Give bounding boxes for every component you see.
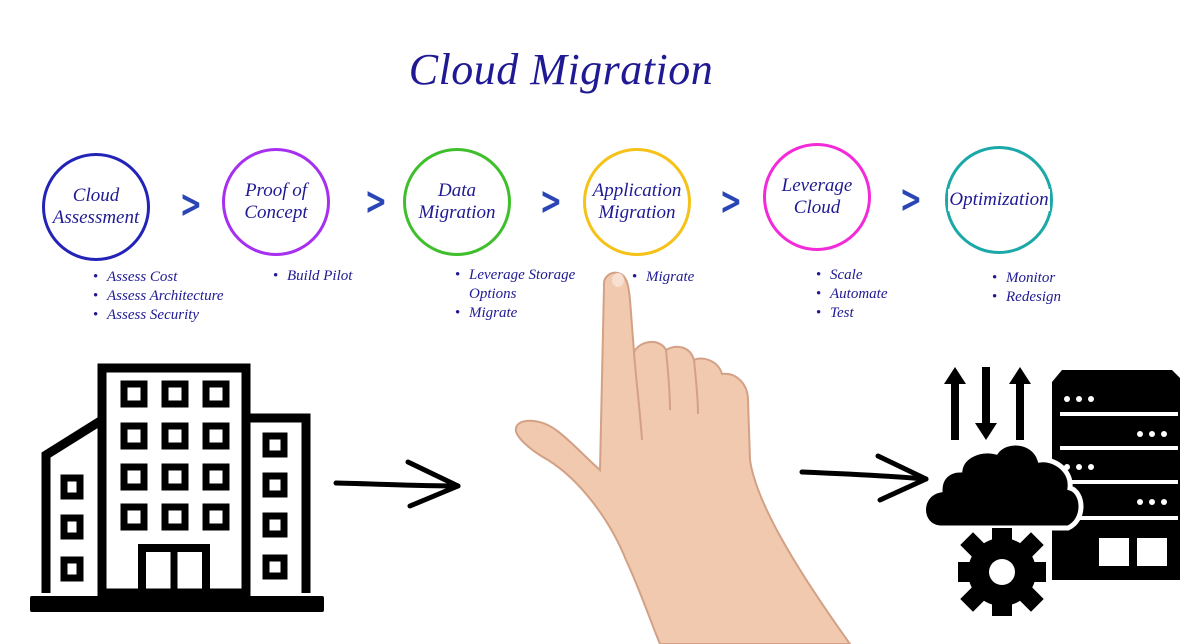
list-item: •Leverage Storage <box>455 267 576 283</box>
stage-label: Optimization <box>948 189 1050 211</box>
list-item: •Assess Security <box>93 307 200 323</box>
page-title: Cloud Migration <box>408 45 714 94</box>
chevron-right-icon: > <box>899 177 923 221</box>
pointing-hand <box>514 271 852 644</box>
stage-label: Cloud Assessment <box>51 185 141 229</box>
stage-bullet-list: •Migrate <box>632 268 694 287</box>
stage-cloud-assessment: Cloud Assessment <box>42 153 150 261</box>
list-item: •Monitor <box>992 270 1056 286</box>
stage-label: Application Migration <box>591 180 683 224</box>
office-building-icon <box>30 363 324 612</box>
chevron-right-icon: > <box>539 179 563 223</box>
list-item: •Build Pilot <box>273 268 353 284</box>
list-item: •Automate <box>816 286 888 302</box>
stage-optimization: Optimization <box>945 146 1053 254</box>
stage-label: Data Migration <box>417 180 497 224</box>
stage-label: Proof of Concept <box>243 180 309 224</box>
chevron-right-icon: > <box>719 179 743 223</box>
chevron-right-icon: > <box>179 182 203 226</box>
arrow-right-icon <box>799 453 929 503</box>
stage-proof-of-concept: Proof of Concept <box>222 148 330 256</box>
stage-data-migration: Data Migration <box>403 148 511 256</box>
list-item: •Migrate <box>632 269 695 285</box>
stage-bullet-list: •Build Pilot <box>273 267 352 286</box>
cloud-server-icon <box>921 367 1180 616</box>
stage-bullet-list: •Monitor •Redesign <box>992 269 1061 307</box>
chevron-right-icon: > <box>364 179 388 223</box>
arrow-right-icon <box>333 459 461 509</box>
list-item: •Scale <box>816 267 863 283</box>
list-item: •Migrate <box>455 305 518 321</box>
stage-label: Leverage Cloud <box>780 175 854 219</box>
stage-bullet-list: •Scale •Automate •Test <box>816 266 888 323</box>
list-item: •Assess Cost <box>93 269 178 285</box>
list-item: Options <box>469 286 517 302</box>
list-item: •Assess Architecture <box>93 288 224 304</box>
list-item: •Redesign <box>992 289 1061 305</box>
list-item: •Test <box>816 305 854 321</box>
stage-application-migration: Application Migration <box>583 148 691 256</box>
stage-bullet-list: •Leverage Storage Options •Migrate <box>455 266 575 323</box>
stage-bullet-list: •Assess Cost •Assess Architecture •Asses… <box>93 268 224 325</box>
stage-leverage-cloud: Leverage Cloud <box>763 143 871 251</box>
